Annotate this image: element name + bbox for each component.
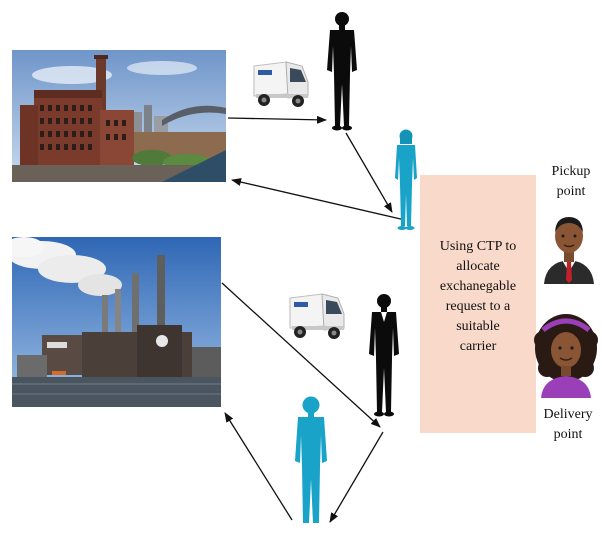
delivery-van-top: [248, 60, 310, 115]
ctp-description: Using CTP to allocate exchanegable reque…: [420, 237, 536, 357]
delivery-point-label: Delivery point: [534, 405, 602, 445]
delivery-avatar: [533, 310, 599, 403]
pickup-point-label: Pickup point: [540, 162, 602, 202]
ctp-line: allocate: [456, 259, 500, 274]
delivery-van-bottom: [284, 292, 346, 349]
arrow-carrier-to-plant: [224, 412, 293, 521]
arrow-carrier-to-factory: [231, 178, 406, 221]
arrow-factory-to-business: [227, 115, 327, 124]
arrow-business-to-carrier-bottom: [329, 431, 384, 523]
pickup-label-line1: Pickup: [551, 164, 591, 179]
ctp-line: suitable: [456, 319, 500, 334]
power-plant-photo: [12, 237, 221, 407]
ctp-line: exchanegable: [439, 279, 517, 294]
arrow-business-to-carrier: [345, 132, 393, 213]
ctp-line: request to a: [445, 299, 511, 314]
arrow-plant-to-business: [221, 282, 381, 428]
pickup-label-line2: point: [556, 184, 586, 199]
pickup-avatar: [540, 212, 598, 289]
business-person-top: [322, 10, 362, 137]
delivery-label-line1: Delivery: [543, 407, 593, 422]
carrier-person-bottom: [288, 395, 334, 535]
ctp-line: Using CTP to: [439, 239, 517, 254]
ctp-line: carrier: [459, 339, 497, 354]
carrier-person-top: [388, 128, 424, 237]
factory-photo-top: [12, 50, 226, 182]
delivery-label-line2: point: [553, 427, 583, 442]
business-person-bottom: [364, 292, 404, 423]
ctp-allocation-box: Using CTP to allocate exchanegable reque…: [420, 175, 536, 433]
